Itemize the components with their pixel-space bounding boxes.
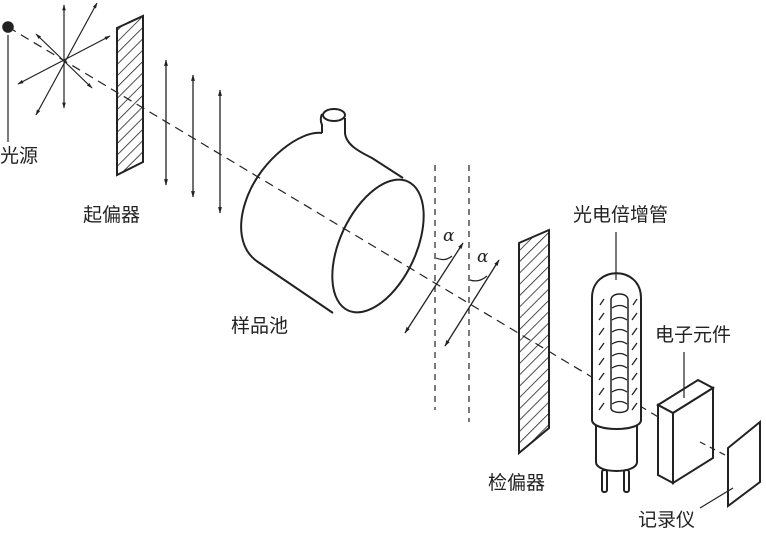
recorder bbox=[727, 419, 761, 508]
rotation-angle-label-1: α bbox=[443, 226, 455, 246]
electronics-label: 电子元件 bbox=[655, 324, 732, 346]
rotation-angle-label-2: α bbox=[477, 247, 489, 267]
analyzer bbox=[518, 228, 550, 456]
photomultiplier-label: 光电倍增管 bbox=[573, 204, 669, 226]
analyzer-label: 检偏器 bbox=[488, 472, 546, 494]
electronics-box bbox=[656, 378, 715, 485]
polarizer-label: 起偏器 bbox=[83, 204, 141, 226]
light-source bbox=[2, 21, 14, 33]
polarized-light-arrows bbox=[164, 59, 222, 214]
light-source-label: 光源 bbox=[0, 145, 39, 167]
photomultiplier-tube bbox=[591, 272, 642, 493]
rotated-polarization-arrows bbox=[404, 242, 500, 347]
recorder-label: 记录仪 bbox=[638, 509, 696, 531]
polarizer bbox=[116, 14, 144, 177]
unpolarized-light-starburst bbox=[17, 2, 111, 116]
sample-cell bbox=[240, 108, 425, 314]
sample-cell-label: 样品池 bbox=[231, 315, 289, 337]
